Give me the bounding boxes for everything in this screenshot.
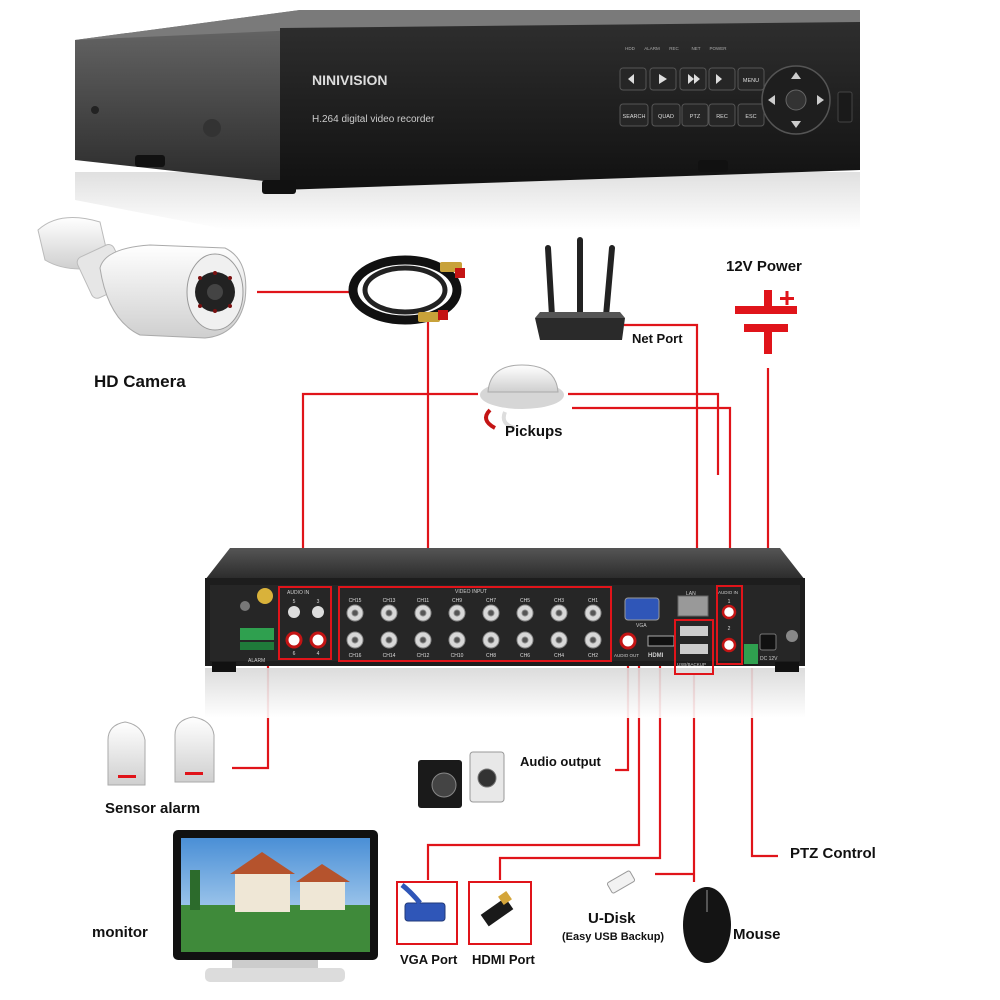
channel-label-bottom: CH12 [417, 653, 430, 659]
dvr-front [75, 10, 860, 230]
power-label: 12V Power [726, 258, 802, 275]
mouse-image [683, 887, 731, 963]
hdmi-cable-image [480, 891, 514, 927]
channel-label-bottom: CH2 [588, 653, 598, 659]
bnc-connector-pin [487, 636, 495, 644]
channel-label-top: CH15 [349, 598, 362, 604]
mouse-label: Mouse [733, 926, 781, 943]
sensor-alarm-label: Sensor alarm [105, 800, 201, 817]
hd-camera-image [37, 217, 247, 339]
dvr-rear-panel [205, 548, 805, 718]
audio-in-right-number: 1 [728, 599, 731, 605]
bnc-connector-pin [385, 636, 393, 644]
speakers-image [418, 751, 505, 808]
audio-in-right-number: 2 [728, 626, 731, 632]
audio-in-left-number: 4 [317, 651, 320, 657]
ptz-control-label: PTZ Control [790, 845, 876, 862]
net-port-label: Net Port [632, 331, 683, 346]
bnc-cable-image [348, 255, 465, 325]
hdmi-port-label: HDMI Port [472, 952, 535, 967]
sensor-alarm-image [107, 716, 215, 786]
panel-text: NINIVISION H.264 digital video recorder … [248, 72, 778, 667]
bnc-connector-pin [521, 636, 529, 644]
lan-text: LAN [686, 591, 696, 597]
audio-in-left-text: AUDIO IN [287, 590, 310, 596]
channel-label-bottom: CH16 [349, 653, 362, 659]
front-button-quad-label: QUAD [658, 114, 674, 120]
front-led-labels: HDD ALARM REC NET POWER [625, 46, 727, 51]
bnc-connector-pin [419, 636, 427, 644]
bnc-connector-pin [385, 609, 393, 617]
front-button-menu-label: MENU [743, 78, 759, 84]
channel-label-top: CH11 [417, 598, 430, 604]
bnc-connector-pin [521, 609, 529, 617]
front-button-ptz-label: PTZ [690, 114, 701, 120]
front-button-labels: SEARCH QUAD PTZ REC ESC MENU [623, 78, 760, 120]
channel-label-top: CH13 [383, 598, 396, 604]
vga-text: VGA [636, 623, 647, 629]
channel-label-bottom: CH14 [383, 653, 396, 659]
front-button-rec-label: REC [716, 114, 728, 120]
router-image [535, 237, 625, 340]
bnc-connector-pin [351, 609, 359, 617]
dc-text: DC 12V [760, 656, 778, 662]
bnc-connector-pin [555, 636, 563, 644]
u-disk-label: U-Disk [588, 910, 636, 927]
channel-label-bottom: CH8 [486, 653, 496, 659]
front-led-alarm-label: ALARM [644, 46, 660, 51]
pickup-microphone-image [480, 364, 564, 430]
bnc-connector-pin [589, 609, 597, 617]
front-led-power-label: POWER [709, 46, 727, 51]
channel-label-bottom: CH4 [554, 653, 564, 659]
front-button-search-label: SEARCH [623, 114, 646, 120]
video-input-text: VIDEO INPUT [455, 589, 487, 595]
vga-port-label: VGA Port [400, 952, 458, 967]
channel-label-top: CH9 [452, 598, 462, 604]
pickups-label: Pickups [505, 423, 563, 440]
audio-output-label: Audio output [520, 754, 601, 769]
bnc-connector-pin [487, 609, 495, 617]
bnc-connector-pin [453, 636, 461, 644]
front-button-esc-label: ESC [745, 114, 756, 120]
hd-camera-label: HD Camera [94, 372, 186, 391]
front-led-rec-label: REC [669, 46, 679, 51]
monitor-image [173, 830, 378, 982]
dvr-subtitle-text: H.264 digital video recorder [312, 114, 435, 125]
audio-in-left-number: 6 [293, 651, 296, 657]
bnc-connector-pin [351, 636, 359, 644]
brand-logo-text: NINIVISION [312, 72, 387, 88]
channel-label-top: CH5 [520, 598, 530, 604]
channel-label-top: CH3 [554, 598, 564, 604]
power-symbol [735, 290, 797, 354]
audio-number-labels: 5 3 6 4 1 2 [293, 599, 731, 657]
channel-label-bottom: CH10 [451, 653, 464, 659]
vga-cable-image [400, 883, 446, 922]
u-disk-image [606, 870, 636, 894]
bnc-connector-pin [555, 609, 563, 617]
bnc-connector-pin [453, 609, 461, 617]
channel-label-top: CH7 [486, 598, 496, 604]
audio-in-left-number: 5 [293, 599, 296, 605]
alarm-text: ALARM [248, 658, 265, 664]
audio-out-text: AUDIO OUT [614, 653, 639, 658]
bnc-connector-pin [589, 636, 597, 644]
monitor-label: monitor [92, 924, 148, 941]
hdmi-text: HDMI [648, 653, 664, 659]
bnc-connector-pin [419, 609, 427, 617]
front-led-hdd-label: HDD [625, 46, 635, 51]
audio-in-right-text: AUDIO IN [718, 590, 738, 595]
front-led-net-label: NET [692, 46, 701, 51]
audio-in-left-number: 3 [317, 599, 320, 605]
channel-label-bottom: CH6 [520, 653, 530, 659]
u-disk-note-label: (Easy USB Backup) [562, 931, 665, 943]
channel-label-top: CH1 [588, 598, 598, 604]
usb-backup-text: USB/BACKUP [677, 662, 706, 667]
